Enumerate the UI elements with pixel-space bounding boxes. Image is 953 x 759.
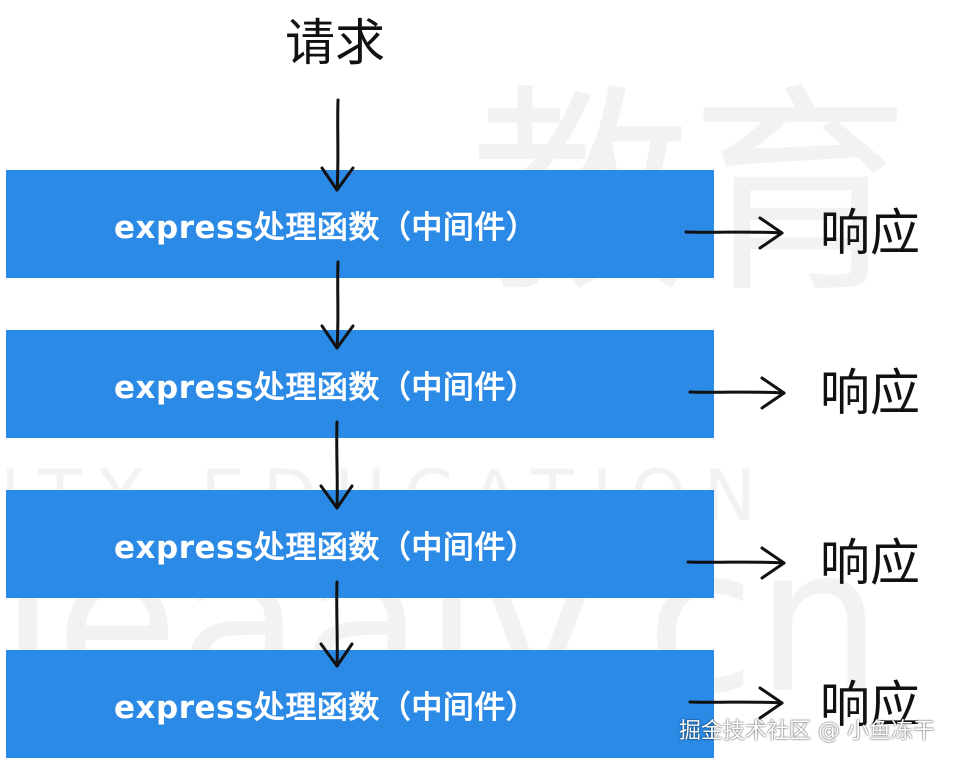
- credit-watermark: 掘金技术社区 @ 小鱼冻干: [679, 719, 935, 744]
- middleware-label: express处理函数（中间件）: [114, 529, 538, 566]
- request-label: 请求: [285, 14, 385, 72]
- middleware-box-3: express处理函数（中间件）: [6, 490, 714, 598]
- middleware-label: express处理函数（中间件）: [114, 369, 538, 406]
- response-label-4: 响应: [820, 676, 920, 734]
- response-label-3: 响应: [820, 534, 920, 592]
- middleware-box-2: express处理函数（中间件）: [6, 330, 714, 438]
- middleware-label: express处理函数（中间件）: [114, 209, 538, 246]
- response-label-2: 响应: [820, 364, 920, 422]
- response-label-1: 响应: [820, 204, 920, 262]
- middleware-label: express处理函数（中间件）: [114, 689, 538, 726]
- middleware-box-4: express处理函数（中间件）: [6, 650, 714, 758]
- middleware-box-1: express处理函数（中间件）: [6, 170, 714, 278]
